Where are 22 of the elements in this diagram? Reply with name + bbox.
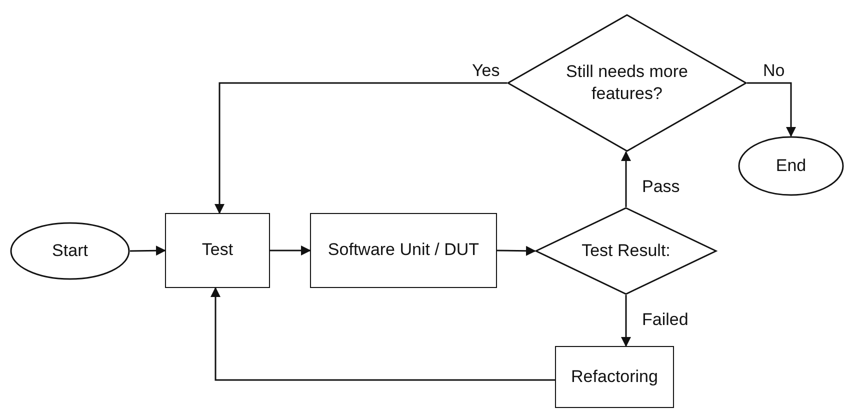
arrow [130, 246, 166, 256]
node-label: Still needs more features? [565, 60, 689, 105]
node-label: Software Unit / DUT [328, 239, 480, 262]
node-label: End [776, 154, 806, 177]
process-box [555, 346, 674, 408]
decision-diamond [507, 14, 747, 152]
node-label: Test Result: [582, 240, 670, 262]
process-box [310, 213, 497, 288]
node-label: Start [52, 240, 88, 262]
process-box [165, 213, 270, 288]
arrow [621, 295, 631, 347]
arrow [210, 287, 555, 381]
arrow [621, 151, 631, 207]
terminal-ellipse [738, 136, 844, 196]
decision-diamond [535, 207, 717, 295]
node-label: Refactoring [571, 366, 658, 388]
arrow [496, 246, 536, 256]
arrow [270, 246, 311, 256]
node-label: Test [202, 239, 234, 262]
arrow [747, 82, 796, 137]
arrow [214, 82, 507, 214]
terminal-ellipse [10, 222, 130, 280]
